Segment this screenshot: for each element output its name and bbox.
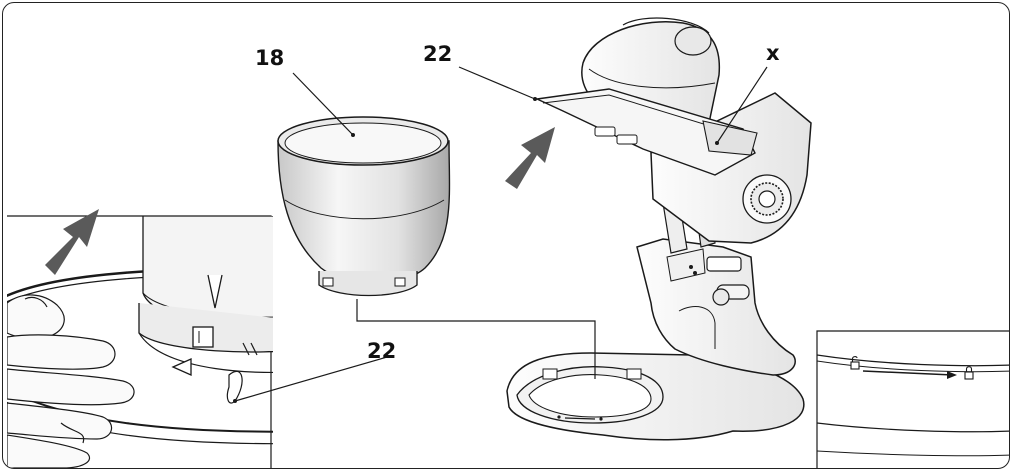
arrow-icon — [505, 127, 555, 189]
callout-splash-guard: 22 — [423, 42, 453, 66]
assembly-illustration — [7, 17, 1009, 468]
mixing-bowl — [277, 116, 451, 297]
arrow-icon — [45, 209, 99, 275]
stand-mixer — [506, 17, 812, 441]
callout-bowl: 18 — [255, 46, 285, 70]
padlock-closed-icon — [964, 366, 974, 380]
callout-splash-guard-inset: 22 — [367, 339, 397, 363]
padlock-open-icon — [850, 356, 860, 370]
left-inset-detail — [7, 215, 273, 468]
hand-illustration — [7, 294, 135, 468]
callout-mixer-head: x — [766, 41, 780, 65]
leader-lines — [234, 66, 768, 402]
right-inset-detail — [816, 330, 1009, 468]
triangle-marker-icon — [171, 357, 192, 377]
